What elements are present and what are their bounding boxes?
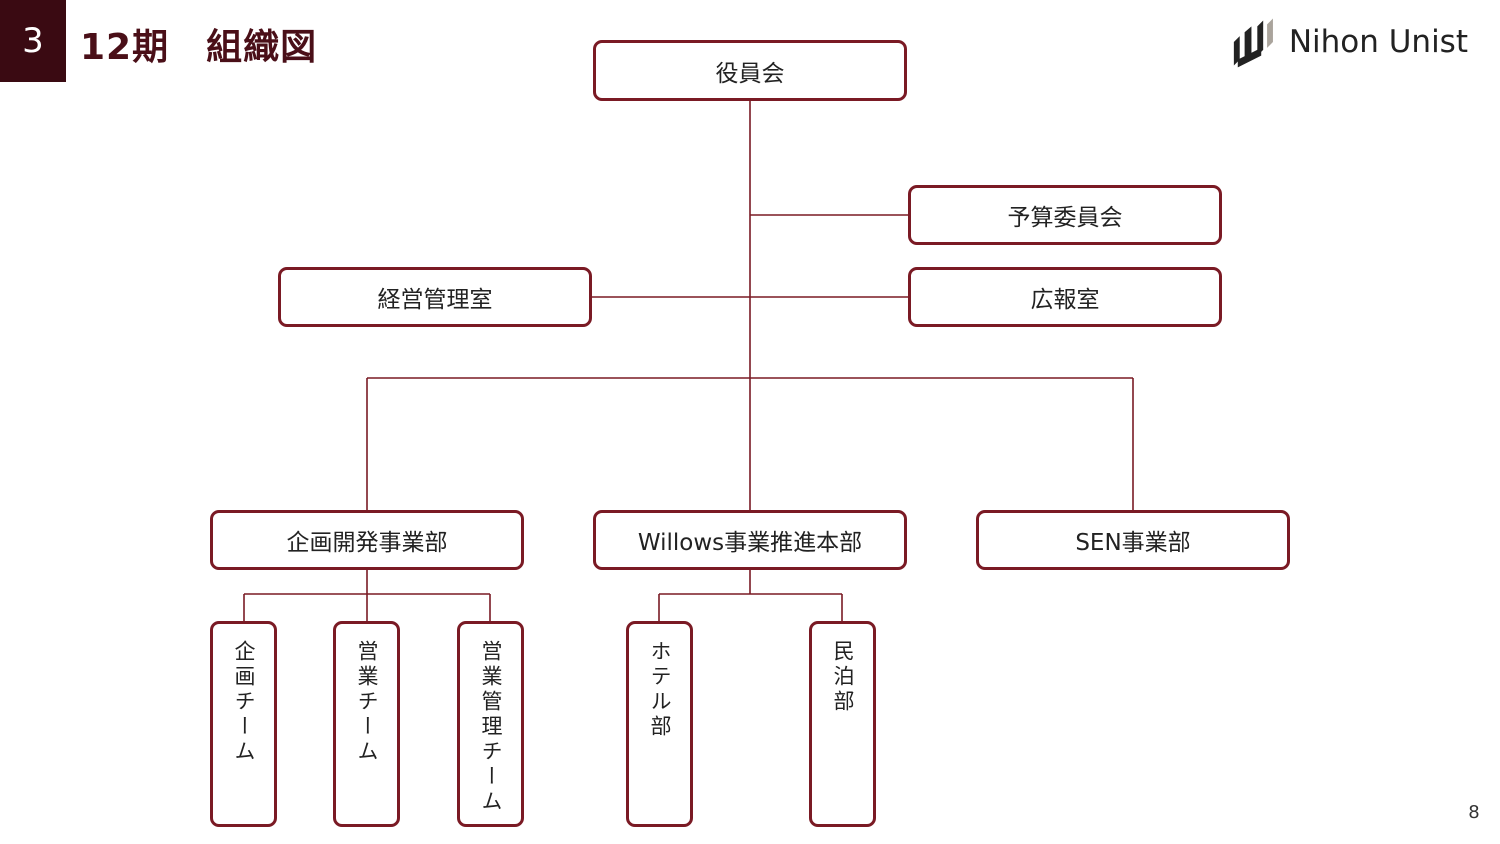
org-node-label: 企画開発事業部 xyxy=(286,530,448,556)
page-title: 12期 組織図 xyxy=(80,27,318,68)
org-node-pr-office: 広報室 xyxy=(908,267,1222,327)
page-number: 8 xyxy=(1468,802,1480,823)
org-node-label: 経営管理室 xyxy=(377,287,493,313)
org-node-label: Willows事業推進本部 xyxy=(637,530,863,556)
logo-text: Nihon Unist xyxy=(1288,24,1468,60)
org-node-willows-division: Willows事業推進本部 xyxy=(593,510,907,570)
section-number-badge: 3 xyxy=(0,0,66,82)
org-node-label: 役員会 xyxy=(715,60,785,87)
org-node-management-office: 経営管理室 xyxy=(278,267,592,327)
org-node-label: 営業チーム xyxy=(355,640,379,765)
org-node-label: 予算委員会 xyxy=(1007,205,1123,231)
org-node-label: ホテル部 xyxy=(648,640,672,740)
org-node-label: 広報室 xyxy=(1030,287,1100,313)
org-node-board: 役員会 xyxy=(593,40,907,101)
org-node-label: SEN事業部 xyxy=(1075,530,1191,556)
logo-mark-icon xyxy=(1233,18,1273,68)
org-node-sales-mgmt-team: 営業管理チーム xyxy=(457,621,524,827)
org-node-hotel-dept: ホテル部 xyxy=(626,621,693,827)
org-node-planning-dev-division: 企画開発事業部 xyxy=(210,510,524,570)
org-node-planning-team: 企画チーム xyxy=(210,621,277,827)
section-number: 3 xyxy=(22,21,44,61)
org-node-label: 企画チーム xyxy=(232,640,256,765)
org-node-minpaku-dept: 民泊部 xyxy=(809,621,876,827)
company-logo: Nihon Unist xyxy=(1228,14,1468,70)
org-node-budget-committee: 予算委員会 xyxy=(908,185,1222,245)
org-node-label: 民泊部 xyxy=(831,640,855,715)
org-node-sen-division: SEN事業部 xyxy=(976,510,1290,570)
org-node-sales-team: 営業チーム xyxy=(333,621,400,827)
org-node-label: 営業管理チーム xyxy=(479,640,503,815)
